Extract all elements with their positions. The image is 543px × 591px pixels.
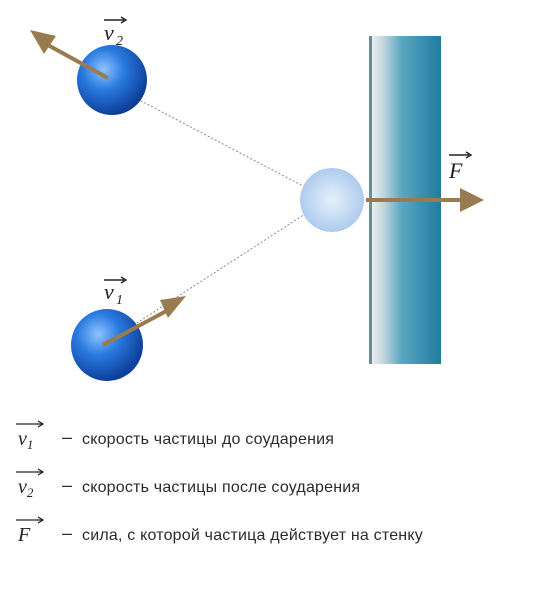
legend-text-v1: скорость частицы до соударения: [82, 431, 335, 448]
svg-text:F: F: [448, 158, 463, 183]
legend-row-force: F – сила, с которой частица действует на…: [14, 514, 534, 548]
vector-arrow-icon: [16, 468, 45, 476]
label-v2: v 2: [104, 16, 128, 49]
trajectory-before: [102, 202, 323, 346]
vector-arrow-icon: [16, 420, 45, 428]
legend-text-force: сила, с которой частица действует на сте…: [82, 527, 423, 544]
legend-row-v1: v1 – скорость частицы до соударения: [14, 418, 534, 452]
velocity-v1-arrow-head: [160, 296, 186, 318]
legend-dash: –: [62, 427, 73, 447]
legend-dash: –: [62, 475, 73, 495]
velocity-v2-arrow-head: [30, 30, 56, 54]
svg-text:v: v: [104, 20, 114, 45]
vector-arrow-icon: [16, 516, 45, 524]
label-force: F: [448, 151, 473, 183]
ball-after: [77, 45, 147, 115]
legend-dash: –: [62, 523, 73, 543]
collision-diagram: v 2 v 1 F: [30, 16, 484, 381]
legend-symbol-v2: v2: [14, 466, 62, 500]
legend: v1 – скорость частицы до соударения v2 –…: [14, 418, 534, 562]
svg-text:1: 1: [116, 293, 123, 308]
velocity-v2-arrow: [45, 42, 109, 80]
ball-at-wall: [300, 168, 364, 232]
label-v1: v 1: [104, 276, 128, 308]
legend-row-v2: v2 – скорость частицы после соударения: [14, 466, 534, 500]
velocity-v1-arrow: [102, 306, 173, 347]
svg-text:2: 2: [116, 34, 123, 49]
legend-symbol-v1: v1: [14, 418, 62, 452]
legend-text-v2: скорость частицы после соударения: [82, 479, 361, 496]
force-arrow-head: [460, 188, 484, 212]
trajectory-after: [104, 81, 323, 197]
svg-text:v: v: [104, 279, 114, 304]
legend-symbol-force: F: [14, 514, 62, 548]
